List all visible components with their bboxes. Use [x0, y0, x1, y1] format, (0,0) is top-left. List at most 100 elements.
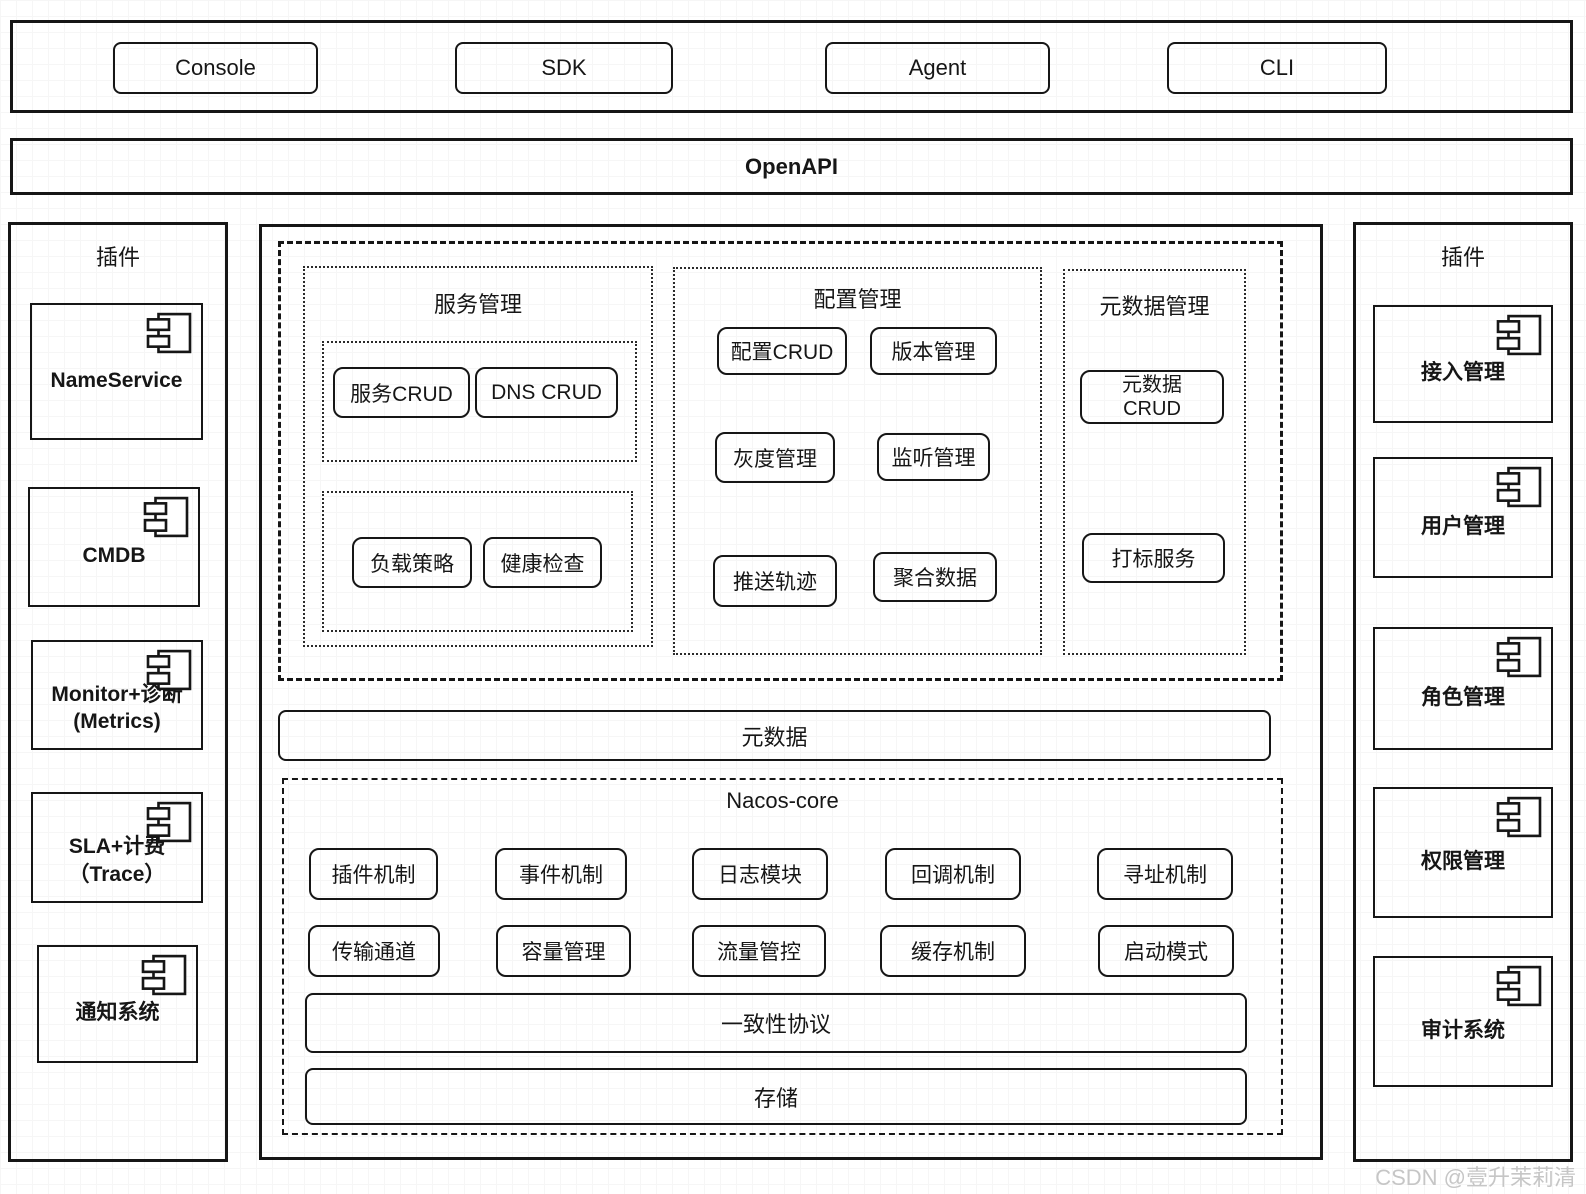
startup-mode-label: 启动模式	[1124, 941, 1208, 964]
functions-container	[278, 241, 1283, 681]
plugin-label: 审计系统	[1421, 1018, 1505, 1042]
component-icon	[143, 496, 189, 538]
config-crud-box: 配置CRUD	[717, 327, 847, 375]
clients-container	[10, 20, 1573, 113]
right-plugins-panel	[1353, 222, 1573, 1162]
callback-mechanism-box: 回调机制	[885, 848, 1021, 900]
openapi-label: OpenAPI	[745, 153, 838, 179]
plugin-mechanism-label: 插件机制	[331, 864, 416, 887]
metadata-mgmt-title: 元数据管理	[1099, 294, 1210, 319]
log-module-label: 日志模块	[718, 864, 802, 887]
health-check-label: 健康检查	[500, 552, 585, 576]
service-crud-box: 服务CRUD	[333, 367, 470, 418]
listen-mgmt-label: 监听管理	[891, 447, 976, 470]
flow-control-label: 流量管控	[717, 941, 801, 964]
transport-channel-box: 传输通道	[308, 925, 440, 977]
service-crud-label: 服务CRUD	[350, 382, 453, 406]
load-policy-box: 负载策略	[352, 537, 472, 588]
plugin-label: 接入管理	[1421, 361, 1505, 385]
load-policy-label: 负载策略	[370, 552, 454, 576]
plugin-sublabel: （Trace）	[68, 862, 166, 886]
left-plugins-panel	[8, 222, 228, 1162]
storage-bar: 存储	[305, 1068, 1247, 1125]
plugin-label: SLA+计费	[68, 835, 166, 859]
storage-label: 存储	[753, 1085, 798, 1111]
plugin-role-mgmt: 角色管理	[1373, 627, 1553, 750]
plugin-label: Monitor+诊断	[51, 682, 183, 706]
metadata-mgmt-section	[1063, 269, 1246, 655]
plugin-label: CMDB	[82, 544, 146, 568]
config-crud-label: 配置CRUD	[730, 341, 834, 364]
plugin-notification-system: 通知系统	[37, 945, 198, 1063]
client-agent-label: Agent	[908, 55, 967, 80]
plugin-monitor-metrics: Monitor+诊断 (Metrics)	[31, 640, 203, 750]
plugin-label: NameService	[50, 368, 183, 392]
nacos-core-title: Nacos-core	[726, 788, 839, 813]
push-track-box: 推送轨迹	[713, 555, 837, 607]
tagging-service-label: 打标服务	[1111, 548, 1196, 571]
component-icon	[141, 954, 187, 996]
component-icon	[1496, 965, 1542, 1007]
gray-mgmt-box: 灰度管理	[715, 432, 835, 483]
service-crud-group	[322, 341, 637, 462]
client-console-label: Console	[175, 55, 256, 80]
component-icon	[146, 801, 192, 843]
metadata-bar: 元数据	[278, 710, 1271, 761]
cache-mechanism-label: 缓存机制	[911, 941, 995, 964]
service-mgmt-title: 服务管理	[433, 292, 522, 317]
addressing-mechanism-label: 寻址机制	[1123, 864, 1207, 887]
plugin-cmdb: CMDB	[28, 487, 200, 607]
metadata-crud-label: 元数据 CRUD	[1122, 374, 1182, 420]
callback-mechanism-label: 回调机制	[911, 864, 995, 887]
plugin-permission-mgmt: 权限管理	[1373, 787, 1553, 918]
plugin-label: 角色管理	[1421, 685, 1505, 709]
plugin-label: 权限管理	[1421, 849, 1505, 873]
component-icon	[1496, 796, 1542, 838]
capacity-mgmt-label: 容量管理	[521, 941, 606, 964]
consistency-protocol-bar: 一致性协议	[305, 993, 1247, 1053]
config-mgmt-title: 配置管理	[813, 287, 902, 312]
component-icon	[146, 312, 192, 354]
client-sdk-label: SDK	[541, 55, 587, 80]
version-mgmt-label: 版本管理	[891, 341, 976, 364]
right-plugins-title: 插件	[1440, 245, 1485, 270]
plugin-mechanism-box: 插件机制	[309, 848, 438, 900]
plugin-audit-system: 审计系统	[1373, 956, 1553, 1087]
tagging-service-box: 打标服务	[1082, 533, 1225, 583]
component-icon	[146, 649, 192, 691]
component-icon	[1496, 314, 1542, 356]
config-mgmt-section	[673, 267, 1042, 655]
version-mgmt-box: 版本管理	[870, 327, 997, 375]
nacos-core-section	[282, 778, 1283, 1135]
client-agent-box: Agent	[825, 42, 1050, 94]
component-icon	[1496, 466, 1542, 508]
metadata-bar-label: 元数据	[741, 724, 808, 750]
consistency-protocol-label: 一致性协议	[720, 1012, 831, 1037]
dns-crud-label: DNS CRUD	[491, 380, 602, 404]
openapi-bar: OpenAPI	[10, 138, 1573, 195]
csdn-watermark: CSDN @壹升茉莉清	[1375, 1165, 1576, 1190]
component-icon	[1496, 636, 1542, 678]
client-sdk-box: SDK	[455, 42, 673, 94]
plugin-access-mgmt: 接入管理	[1373, 305, 1553, 423]
client-console-box: Console	[113, 42, 318, 94]
nacos-main-panel	[259, 224, 1323, 1160]
metadata-crud-box: 元数据 CRUD	[1080, 370, 1224, 424]
dns-crud-box: DNS CRUD	[475, 367, 618, 418]
event-mechanism-box: 事件机制	[495, 848, 627, 900]
plugin-user-mgmt: 用户管理	[1373, 457, 1553, 578]
addressing-mechanism-box: 寻址机制	[1097, 848, 1233, 900]
listen-mgmt-box: 监听管理	[877, 433, 990, 481]
service-policy-group	[322, 491, 633, 632]
aggregate-data-box: 聚合数据	[873, 552, 997, 602]
capacity-mgmt-box: 容量管理	[496, 925, 631, 977]
plugin-label: 用户管理	[1421, 514, 1505, 538]
cache-mechanism-box: 缓存机制	[880, 925, 1026, 977]
aggregate-data-label: 聚合数据	[893, 567, 977, 590]
plugin-nameservice: NameService	[30, 303, 203, 440]
startup-mode-box: 启动模式	[1098, 925, 1234, 977]
event-mechanism-label: 事件机制	[519, 864, 603, 887]
client-cli-box: CLI	[1167, 42, 1387, 94]
health-check-box: 健康检查	[483, 537, 602, 588]
